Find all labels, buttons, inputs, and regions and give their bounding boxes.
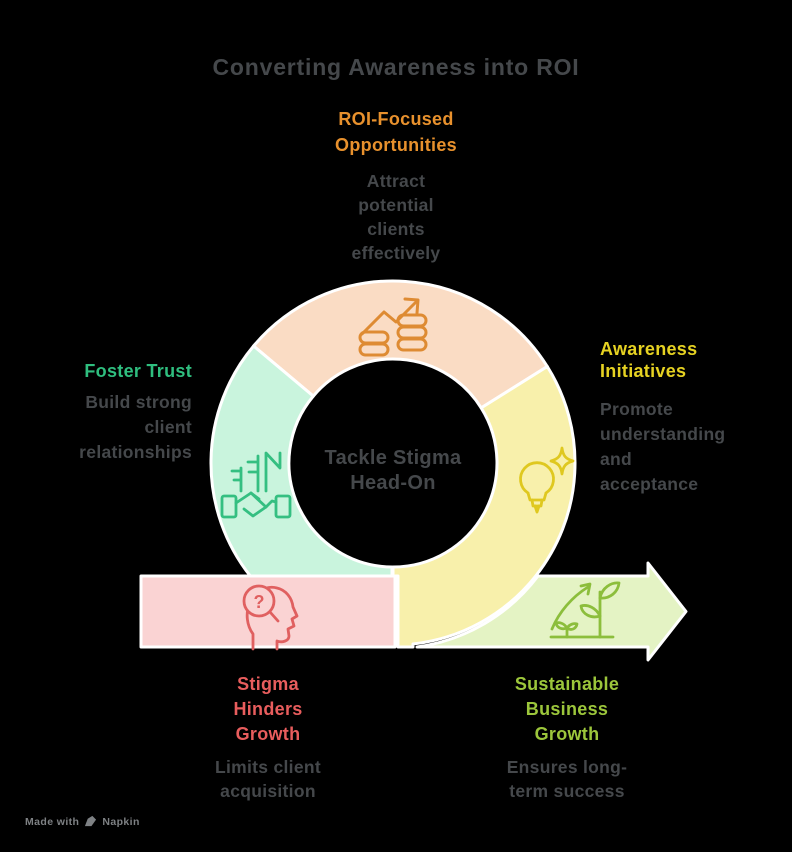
trust-section-desc: Build strong client relationships bbox=[79, 392, 192, 462]
stigma-section-desc: Limits client acquisition bbox=[214, 757, 321, 801]
center-label: Tackle Stigma Head-On bbox=[324, 447, 462, 494]
stigma-section-title: Stigma Hinders Growth bbox=[233, 674, 303, 744]
growth-section-desc: Ensures long- term success bbox=[506, 757, 628, 801]
growth-chart-coins-icon bbox=[358, 297, 428, 357]
napkin-pen-nib-icon bbox=[85, 815, 97, 827]
awareness-section-desc: Promote understanding and acceptance bbox=[600, 399, 726, 494]
roi-section-title: ROI-Focused Opportunities bbox=[335, 109, 457, 155]
handshake-buildings-icon bbox=[220, 451, 292, 519]
sprout-growth-arrow-icon bbox=[549, 581, 621, 639]
head-question-icon: ? bbox=[242, 584, 299, 651]
made-with-text: Made with bbox=[25, 815, 80, 828]
question-mark-glyph: ? bbox=[254, 592, 265, 612]
segment-awareness bbox=[391, 365, 577, 649]
segment-roi bbox=[252, 279, 549, 410]
trust-section-title: Foster Trust bbox=[84, 361, 192, 381]
awareness-section-title: Awareness Initiatives bbox=[600, 339, 698, 381]
lightbulb-sparkle-icon bbox=[519, 446, 575, 514]
diagram-title: Converting Awareness into ROI bbox=[212, 54, 580, 80]
segment-trust bbox=[209, 344, 394, 578]
roi-section-desc: Attract potential clients effectively bbox=[351, 171, 441, 263]
growth-section-title: Sustainable Business Growth bbox=[514, 674, 620, 744]
napkin-brand-text: Napkin bbox=[102, 815, 140, 828]
made-with-napkin-credit: Made with Napkin bbox=[25, 815, 140, 828]
